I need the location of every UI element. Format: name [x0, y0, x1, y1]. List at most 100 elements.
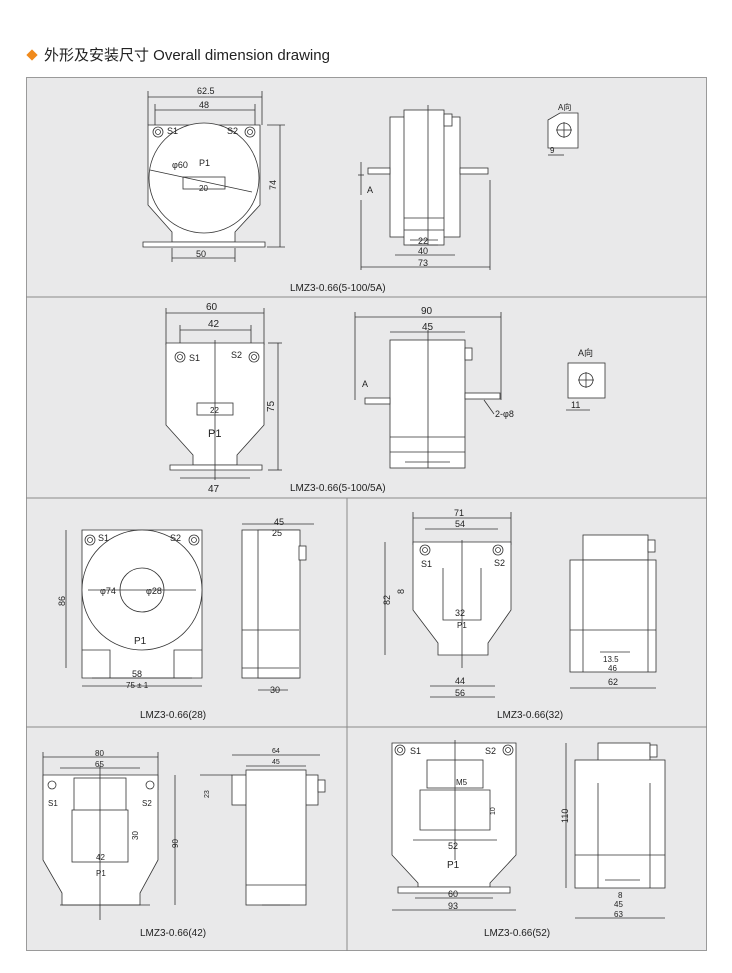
d1-side-d1: 22 — [418, 236, 428, 246]
d6-base1: 60 — [448, 889, 458, 899]
d5-slot: 42 — [96, 853, 105, 862]
d5-width: 80 — [95, 749, 104, 758]
d1-window: φ60 — [172, 160, 188, 170]
drawing-3-front — [65, 529, 203, 687]
drawing-1-side — [358, 105, 491, 270]
d4-side-d1: 13.5 — [603, 655, 619, 664]
d4-mount: 54 — [455, 519, 465, 529]
d6-step: 10 — [490, 807, 497, 815]
d2-s2: S2 — [231, 350, 242, 360]
d6-side-height: 110 — [560, 809, 570, 823]
d5-s1: S1 — [48, 799, 58, 808]
d6-s1: S1 — [410, 746, 421, 756]
drawing-5-caption: LMZ3-0.66(42) — [140, 928, 206, 939]
d6-m5: M5 — [456, 778, 468, 787]
drawing-2-caption: LMZ3-0.66(5-100/5A) — [290, 483, 386, 494]
d1-detail-dim: 9 — [550, 146, 555, 155]
drawing-1-caption: LMZ3-0.66(5-100/5A) — [290, 283, 386, 294]
d6-s2: S2 — [485, 746, 496, 756]
d1-s2: S2 — [227, 126, 238, 136]
d5-mount: 65 — [95, 760, 104, 769]
d5-inner: 30 — [131, 831, 140, 840]
d4-slot: 32 — [455, 608, 465, 618]
d3-base1: 58 — [132, 669, 142, 679]
d2-side-d1: 90 — [421, 306, 433, 317]
d4-base2: 56 — [455, 688, 465, 698]
d5-p1: P1 — [96, 869, 106, 878]
d1-detail-label: A向 — [558, 102, 571, 112]
d1-width: 62.5 — [197, 86, 215, 96]
d1-s1: S1 — [167, 126, 178, 136]
d1-mount: 48 — [199, 100, 209, 110]
d3-outer: φ74 — [100, 586, 116, 596]
drawing-3-side — [241, 523, 314, 691]
d2-hole: 2-φ8 — [495, 409, 514, 419]
d6-base2: 93 — [448, 901, 458, 911]
d6-side-d2: 45 — [614, 900, 623, 909]
d2-s1: S1 — [189, 353, 200, 363]
drawing-1-front — [142, 91, 285, 262]
d3-side-d2: 25 — [272, 528, 282, 538]
drawing-6-side — [565, 742, 666, 919]
drawing-2-side — [354, 312, 502, 469]
d3-s1: S1 — [98, 533, 109, 543]
d4-side-d3: 62 — [608, 677, 618, 687]
d4-p1: P1 — [457, 621, 467, 630]
d1-p1: P1 — [199, 158, 210, 168]
d4-width: 71 — [454, 508, 464, 518]
d1-height: 74 — [268, 180, 278, 190]
d1-slot: 20 — [199, 184, 208, 193]
drawing-5-side — [200, 754, 326, 906]
d4-s1: S1 — [421, 559, 432, 569]
drawing-6-front — [391, 740, 517, 911]
d2-width: 60 — [206, 302, 218, 313]
d4-height: 82 — [382, 595, 392, 605]
d5-side-d3: 23 — [204, 790, 211, 798]
drawing-1-detail — [547, 112, 579, 156]
drawing-5-front — [42, 752, 176, 920]
drawing-4-caption: LMZ3-0.66(32) — [497, 710, 563, 721]
d3-side-d3: 30 — [270, 685, 280, 695]
d4-base1: 44 — [455, 676, 465, 686]
drawing-3-caption: LMZ3-0.66(28) — [140, 710, 206, 721]
d6-slot: 52 — [448, 841, 458, 851]
drawing-4-side — [569, 534, 657, 689]
d5-s2: S2 — [142, 799, 152, 808]
drawing-6-caption: LMZ3-0.66(52) — [484, 928, 550, 939]
d5-side-d2: 45 — [272, 759, 280, 766]
d2-mount: 42 — [208, 319, 220, 330]
d1-side-d3: 73 — [418, 258, 428, 268]
d5-height: 90 — [171, 839, 180, 848]
d6-p1: P1 — [447, 860, 460, 871]
d4-s2: S2 — [494, 558, 505, 568]
d4-step: 8 — [396, 589, 406, 594]
d1-base: 50 — [196, 249, 206, 259]
d2-height: 75 — [266, 400, 277, 412]
d3-s2: S2 — [170, 533, 181, 543]
d6-side-d1: 8 — [618, 891, 623, 900]
d2-slot: 22 — [210, 406, 219, 415]
d4-side-d2: 46 — [608, 664, 617, 673]
drawing-2-front — [165, 308, 282, 480]
page-heading: 外形及安装尺寸 Overall dimension drawing — [26, 44, 330, 65]
d2-view-a: A — [362, 379, 368, 389]
panel-dividers — [26, 296, 707, 951]
d1-side-d2: 40 — [418, 246, 428, 256]
d3-p1: P1 — [134, 636, 147, 647]
d3-side-d1: 45 — [274, 517, 284, 527]
d2-side-d2: 45 — [422, 322, 434, 333]
d2-p1: P1 — [208, 428, 221, 440]
d2-detail-dim: 11 — [571, 400, 580, 410]
d6-side-d3: 63 — [614, 910, 623, 919]
d3-height: 86 — [57, 596, 67, 606]
d5-side-d1: 64 — [272, 748, 280, 755]
drawing-2-detail — [566, 362, 606, 411]
heading-text: 外形及安装尺寸 Overall dimension drawing — [44, 47, 330, 64]
d3-base2: 75 ± 1 — [126, 681, 149, 690]
d2-detail-label: A向 — [578, 347, 593, 358]
d1-view-a: A — [367, 185, 373, 195]
d3-inner: φ28 — [146, 586, 162, 596]
d2-base: 47 — [208, 484, 220, 495]
drawing-4-front — [384, 512, 512, 698]
